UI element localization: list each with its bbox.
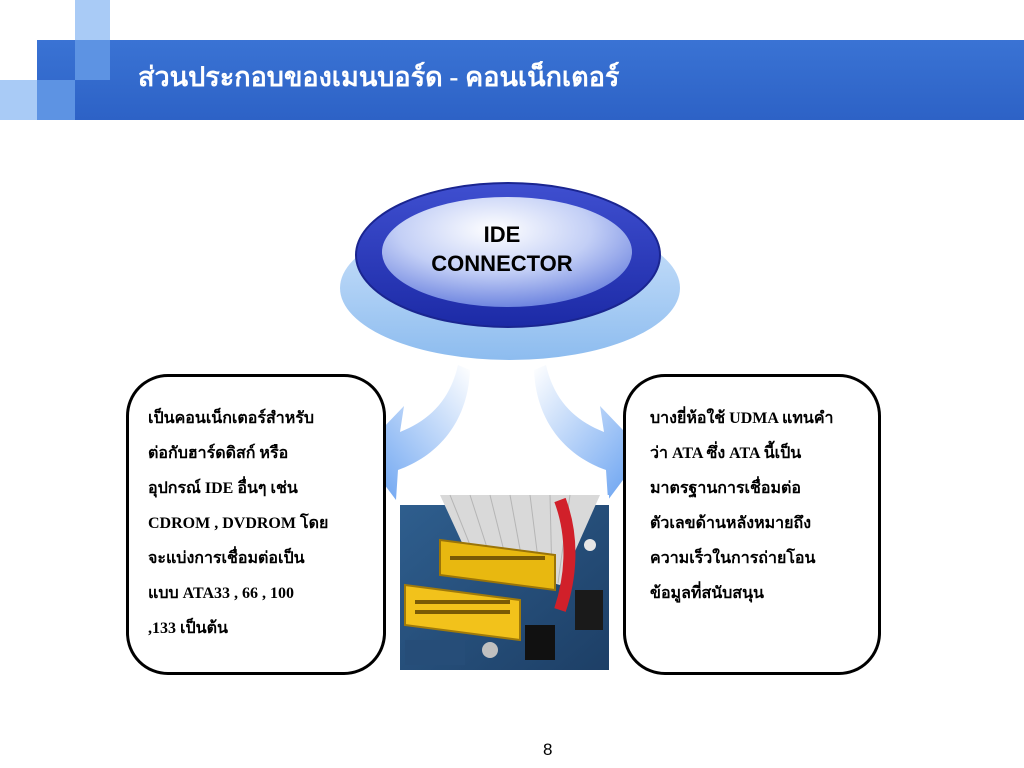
decor-square [75, 40, 110, 80]
motherboard-photo [400, 494, 609, 670]
decor-square [37, 80, 75, 120]
text-line: จะแบ่งการเชื่อมต่อเป็น [148, 550, 305, 567]
decor-square [0, 80, 37, 120]
title-bar [37, 40, 1024, 120]
slide-title: ส่วนประกอบของเมนบอร์ด - คอนเน็กเตอร์ [138, 62, 620, 92]
text-line: เป็นคอนเน็กเตอร์สำหรับ [148, 410, 315, 427]
center-label: IDE CONNECTOR [392, 220, 612, 278]
text-line: บางยี่ห้อใช้ UDMA แทนคำ [650, 410, 834, 427]
text-line: ,133 เป็นต้น [148, 620, 228, 637]
center-label-line: IDE [483, 222, 521, 247]
text-line: มาตรฐานการเชื่อมต่อ [650, 480, 802, 497]
text-line: ว่า ATA ซึ่ง ATA นี้เป็น [650, 445, 802, 462]
center-label-line: CONNECTOR [431, 251, 573, 276]
text-line: ตัวเลขด้านหลังหมายถึง [650, 515, 812, 532]
decor-square [75, 0, 110, 40]
right-text-box [623, 374, 881, 675]
text-line: แบบ ATA33 , 66 , 100 [148, 585, 295, 602]
text-line: ข้อมูลที่สนับสนุน [650, 585, 764, 602]
left-text-box [126, 374, 386, 675]
arrow-left-icon [360, 365, 470, 500]
ellipse-inner [382, 197, 632, 307]
left-box-text: เป็นคอนเน็กเตอร์สำหรับ ต่อกับฮาร์ดดิสก์ … [148, 401, 328, 646]
arrow-right-icon [534, 365, 644, 500]
text-line: ต่อกับฮาร์ดดิสก์ หรือ [148, 445, 289, 462]
text-line: ความเร็วในการถ่ายโอน [650, 550, 816, 567]
right-box-text: บางยี่ห้อใช้ UDMA แทนคำ ว่า ATA ซึ่ง ATA… [650, 401, 834, 611]
text-line: CDROM , DVDROM โดย [148, 515, 329, 532]
text-line: อุปกรณ์ IDE อื่นๆ เช่น [148, 480, 298, 497]
page-number: 8 [543, 740, 553, 759]
